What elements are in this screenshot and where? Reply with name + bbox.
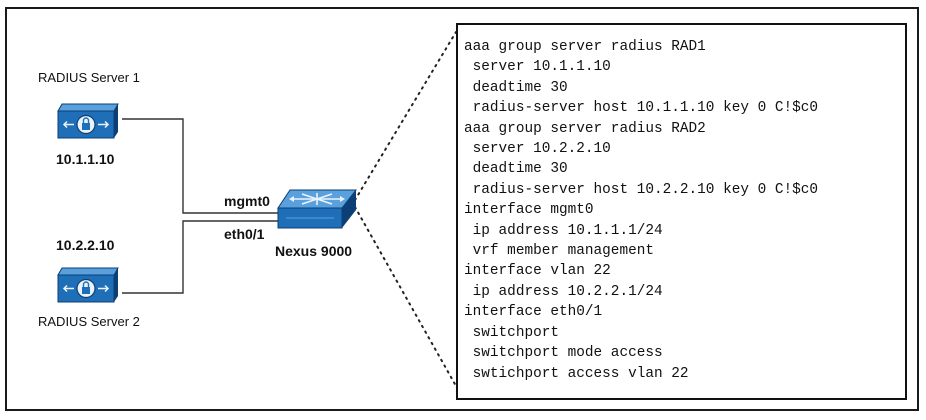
radius-server-icon [57,103,119,139]
config-line: ip address 10.1.1.1/24 [464,222,663,239]
server1-name: RADIUS Server 1 [38,70,140,85]
config-line: interface eth0/1 [464,304,603,321]
nexus-switch-icon [277,189,358,229]
config-line: switchport mode access [464,345,663,362]
nexus-switch[interactable] [276,186,358,237]
interface-eth0-1-label: eth0/1 [224,226,265,242]
config-line: deadtime 30 [464,161,568,178]
config-line: switchport [464,324,559,341]
radius-server-icon [57,267,119,303]
config-line: server 10.2.2.10 [464,141,611,158]
server1-ip: 10.1.1.10 [56,151,115,167]
config-line: radius-server host 10.1.1.10 key 0 C!$c0 [464,100,819,117]
radius-server-2[interactable] [56,264,122,309]
callout-line-bottom [354,206,457,387]
config-line: interface mgmt0 [464,202,594,219]
config-line: aaa group server radius RAD2 [464,120,706,137]
server2-name: RADIUS Server 2 [38,314,140,329]
config-line: ip address 10.2.2.1/24 [464,283,663,300]
config-line: interface vlan 22 [464,263,611,280]
config-line: vrf member management [464,243,654,260]
server2-ip: 10.2.2.10 [56,237,115,253]
config-lines: aaa group server radius RAD1 server 10.1… [464,37,905,384]
config-line: radius-server host 10.2.2.10 key 0 C!$c0 [464,181,819,198]
link-server1-mgmt0 [122,118,280,214]
config-line: swtichport access vlan 22 [464,365,689,382]
link-server2-eth0 [122,220,280,294]
callout-line-top [354,31,457,201]
config-line: deadtime 30 [464,79,568,96]
config-line: aaa group server radius RAD1 [464,39,706,55]
radius-server-1[interactable] [56,100,122,145]
interface-mgmt0-label: mgmt0 [224,193,270,209]
config-line: server 10.1.1.10 [464,59,611,76]
config-panel: aaa group server radius RAD1 server 10.1… [456,23,907,400]
switch-name: Nexus 9000 [275,243,353,259]
